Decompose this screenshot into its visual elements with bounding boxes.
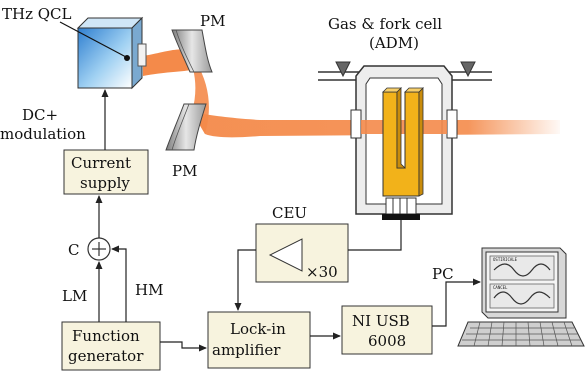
tuning-fork	[382, 87, 424, 220]
amplifier-triangle-icon	[268, 238, 303, 272]
lm-label: LM	[62, 287, 87, 305]
cell-label-line1: Gas & fork cell	[328, 15, 442, 33]
function-generator-line1: Function	[72, 327, 140, 345]
cell-window-right	[446, 109, 458, 139]
hm-label: HM	[135, 281, 163, 299]
cell-window-left	[350, 109, 362, 139]
ceu-gain-label: ×30	[306, 263, 338, 281]
screen-text-bottom: CANCEL	[493, 285, 508, 290]
qcl-label: THz QCL	[2, 5, 72, 23]
ni-usb-line1: NI USB	[352, 312, 410, 330]
ceu-box	[255, 223, 349, 283]
current-supply-box	[63, 149, 149, 195]
screen-text-top: OSTIRICALE	[493, 257, 518, 262]
function-generator-box	[61, 321, 161, 371]
inlet-valve-icon	[335, 61, 351, 78]
pm-top-label: PM	[200, 12, 225, 30]
gas-cell	[318, 61, 492, 220]
dc-label-line2: modulation	[0, 125, 86, 143]
pm-bottom-label: PM	[172, 162, 197, 180]
lockin-amplifier-box	[207, 311, 311, 369]
parabolic-mirror-bottom	[165, 103, 207, 151]
pc-label: PC	[432, 265, 454, 283]
dc-label-line1: DC+	[22, 106, 58, 124]
thz-qcl	[59, 16, 147, 90]
ni-usb-box	[341, 305, 433, 355]
lockin-line2: amplifier	[212, 341, 281, 359]
current-supply-line1: Current	[71, 154, 131, 172]
ceu-label: CEU	[272, 204, 307, 222]
signal-wires	[95, 89, 481, 352]
outlet-valve-icon	[460, 61, 476, 78]
parabolic-mirror-top	[171, 29, 213, 73]
ni-usb-line2: 6008	[368, 332, 406, 350]
function-generator-line2: generator	[68, 347, 144, 365]
computer-icon: OSTIRICALE CANCEL	[457, 247, 585, 347]
lockin-line1: Lock-in	[230, 320, 286, 338]
cell-label-line2: (ADM)	[369, 34, 419, 52]
summing-junction	[87, 237, 111, 261]
c-label: C	[68, 241, 79, 259]
current-supply-line2: supply	[80, 174, 130, 192]
